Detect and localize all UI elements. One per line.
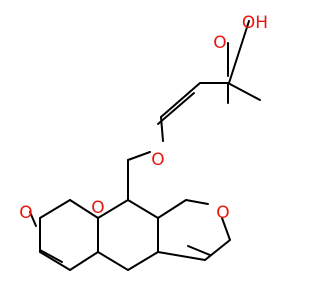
bond-27 [39, 199, 71, 219]
molecule-structure: O O O O O OH [19, 13, 268, 271]
pyranone-ring-oxygen-label: O [91, 198, 104, 218]
bond-23 [69, 251, 99, 271]
bond-15 [97, 199, 129, 219]
bond-22 [69, 199, 99, 219]
bond-16 [157, 199, 187, 219]
bond-8 [127, 151, 151, 161]
furan-oxygen-label: O [216, 203, 229, 223]
bond-1 [228, 20, 250, 84]
hydroperoxy-oh-label: OH [242, 13, 268, 33]
bond-12 [127, 251, 159, 271]
peroxide-oxygen-label: O [213, 33, 226, 53]
carbonyl-oxygen-label: O [19, 203, 32, 223]
bond-7 [160, 116, 164, 142]
bond-25 [39, 249, 63, 263]
bond-21 [187, 245, 211, 256]
bond-2 [227, 82, 261, 101]
bond-28 [29, 211, 37, 227]
bond-10 [127, 199, 159, 219]
bond-layer [29, 20, 261, 271]
bond-17 [185, 199, 209, 205]
structure-canvas: O O O O O OH [19, 13, 268, 271]
bond-18 [221, 217, 231, 241]
bond-6 [157, 92, 195, 125]
bond-19 [204, 239, 231, 261]
bond-20 [157, 251, 206, 261]
atom-label-layer: O O O O O OH [19, 13, 268, 223]
bond-24 [39, 251, 71, 271]
bond-13 [97, 251, 129, 271]
ether-oxygen-label: O [151, 150, 164, 170]
bond-5 [160, 82, 201, 118]
